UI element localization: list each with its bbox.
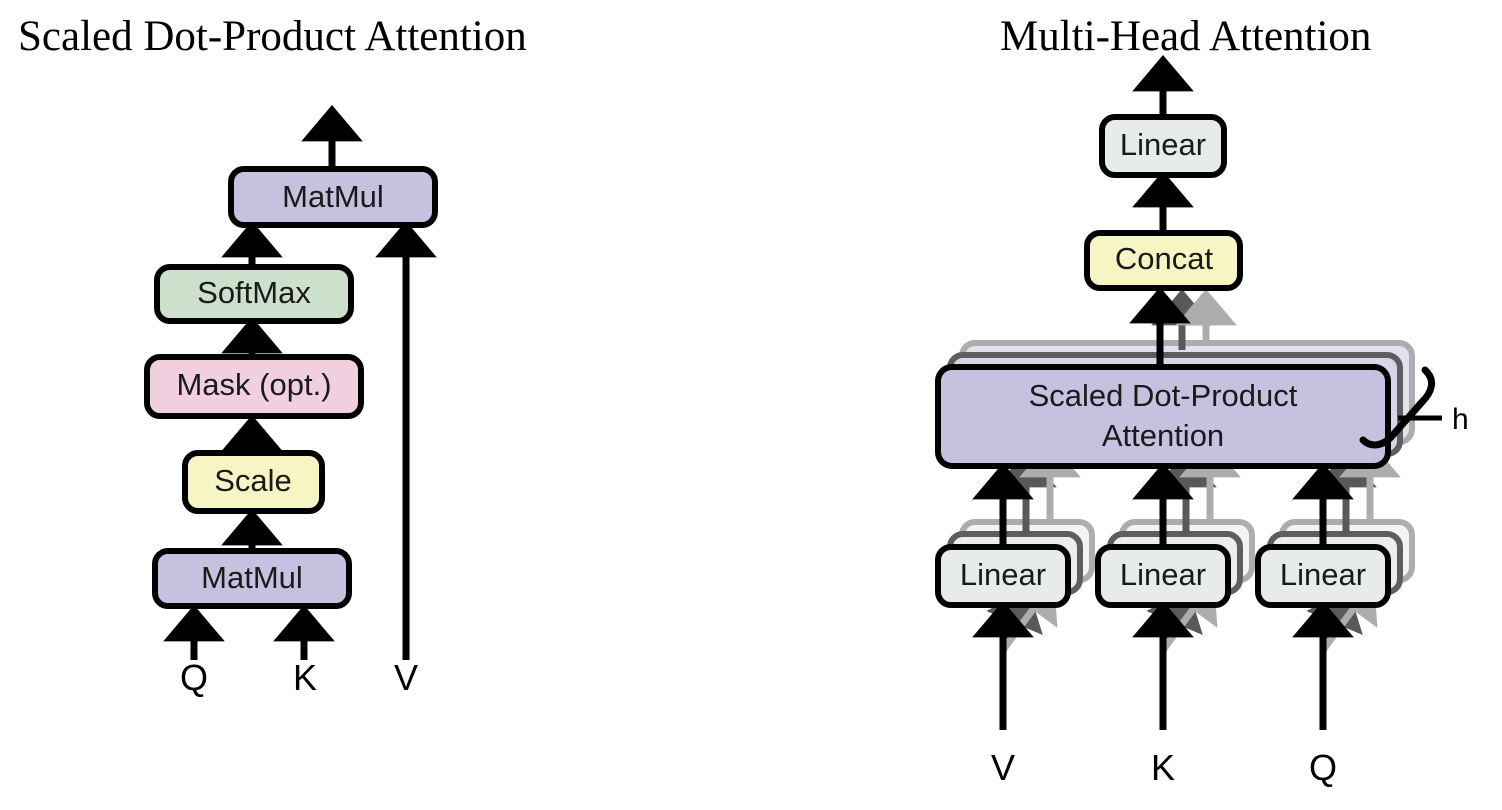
node-linear-k-label: Linear	[1120, 557, 1206, 592]
node-matmul-top-shape	[228, 166, 438, 228]
panel-title-multi-head: Multi-Head Attention	[1000, 13, 1371, 60]
heads-count-label: h	[1452, 403, 1469, 436]
input-label-q: Q	[180, 657, 208, 698]
panel-title-scaled-dot-product: Scaled Dot-Product Attention	[18, 13, 527, 60]
node-scale-shape	[182, 450, 325, 514]
node-softmax-shape	[154, 264, 354, 324]
node-mask[interactable]: Mask (opt.)	[144, 354, 364, 419]
node-linear-out-label: Linear	[1120, 127, 1206, 162]
heads-brace	[1359, 366, 1442, 449]
node-scale-label: Scale	[214, 463, 292, 498]
node-linear-k-shape	[1095, 544, 1231, 608]
node-linear-q-label: Linear	[1280, 557, 1366, 592]
node-concat-shape	[1084, 230, 1243, 291]
input-label-q-multihead: Q	[1309, 747, 1337, 788]
node-matmul-bottom-label: MatMul	[201, 560, 303, 595]
node-linear-out[interactable]: Linear	[1099, 114, 1227, 178]
node-linear-k[interactable]: Linear	[1095, 544, 1231, 608]
node-mask-shape	[144, 354, 364, 419]
node-sdpa-label-line1: Scaled Dot-Product	[1029, 378, 1298, 413]
node-mask-label: Mask (opt.)	[176, 367, 331, 402]
node-linear-v-label: Linear	[960, 557, 1046, 592]
node-linear-q[interactable]: Linear	[1255, 544, 1391, 608]
node-softmax-label: SoftMax	[197, 275, 311, 310]
node-sdpa-shape	[935, 364, 1391, 469]
input-label-v-multihead: V	[991, 747, 1015, 788]
panel-scaled-dot-product-attention: MatMul SoftMax Mask (opt.) Scale MatMul	[144, 104, 438, 698]
node-matmul-top-label: MatMul	[282, 179, 384, 214]
node-linear-q-shape	[1255, 544, 1391, 608]
panel-multi-head-attention: Scaled Dot-Product Attention h Concat Li…	[935, 54, 1469, 788]
node-sdpa-label-line2: Attention	[1102, 418, 1224, 453]
node-concat[interactable]: Concat	[1084, 230, 1243, 291]
node-scale[interactable]: Scale	[182, 450, 325, 514]
input-label-v: V	[394, 657, 418, 698]
input-label-k: K	[293, 657, 317, 698]
node-sdpa[interactable]: Scaled Dot-Product Attention	[935, 364, 1391, 469]
node-concat-label: Concat	[1115, 241, 1214, 276]
node-matmul-bottom-shape	[152, 548, 352, 609]
input-label-k-multihead: K	[1151, 747, 1175, 788]
node-matmul-top[interactable]: MatMul	[228, 166, 438, 228]
node-linear-v-shape	[935, 544, 1071, 608]
node-matmul-bottom[interactable]: MatMul	[152, 548, 352, 609]
node-linear-out-shape	[1099, 114, 1227, 178]
node-softmax[interactable]: SoftMax	[154, 264, 354, 324]
node-linear-v[interactable]: Linear	[935, 544, 1071, 608]
